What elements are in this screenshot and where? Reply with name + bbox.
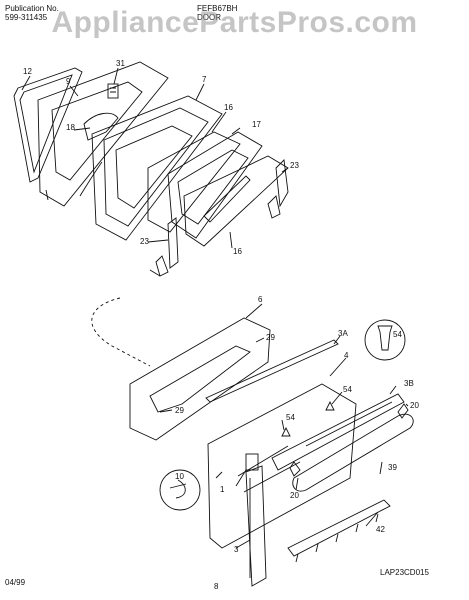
watermark-text: AppliancePartsPros.com	[51, 6, 418, 39]
callout-16-lower: 16	[233, 247, 242, 256]
callout-54-middle: 54	[286, 413, 295, 422]
model-number: FEFB67BH	[197, 4, 238, 13]
callout-20-right: 20	[410, 401, 419, 410]
callout-12: 12	[23, 67, 32, 76]
part-16-outer-glass	[183, 155, 289, 247]
footer-page-number: 8	[214, 582, 219, 591]
dashed-leader-line	[91, 297, 151, 367]
part-9-inner-door-panel	[37, 61, 169, 207]
callout-16-upper: 16	[224, 103, 233, 112]
part-6-outer-door-panel	[129, 317, 271, 441]
callout-20-left: 20	[290, 491, 299, 500]
callout-3b: 3B	[404, 379, 414, 388]
callout-29-upper: 29	[266, 333, 275, 342]
publication-label: Publication No.	[5, 4, 59, 13]
part-3b-handle-rail	[271, 393, 405, 471]
part-54-screw-middle	[281, 426, 291, 437]
part-3-door-frame	[245, 465, 267, 587]
callout-18: 18	[66, 123, 75, 132]
callout-54-right: 54	[343, 385, 352, 394]
callout-42: 42	[376, 525, 385, 534]
part-20-endcap-left	[289, 461, 301, 477]
callout-23-left: 23	[140, 237, 149, 246]
callout-6: 6	[258, 295, 263, 304]
publication-number: 599-311435	[5, 13, 48, 22]
part-17-glass-retainer	[167, 131, 263, 239]
part-12-door-gasket	[13, 67, 83, 183]
callout-54-detail: 54	[393, 330, 402, 339]
callout-31: 31	[116, 59, 125, 68]
callout-9: 9	[66, 77, 71, 86]
part-54-screw-detail	[364, 319, 406, 361]
callout-39: 39	[388, 463, 397, 472]
part-23-hinge-right	[267, 159, 289, 219]
part-16-inner-glass	[147, 131, 241, 233]
part-10-detail-circle	[159, 469, 201, 511]
section-name: DOOR	[197, 13, 221, 22]
callout-17: 17	[252, 120, 261, 129]
callout-29-lower: 29	[175, 406, 184, 415]
footer-date: 04/99	[5, 578, 26, 587]
footer-drawing-code: LAP23CD015	[380, 568, 429, 577]
callout-7: 7	[202, 75, 207, 84]
callout-3a: 3A	[338, 329, 348, 338]
callout-10: 10	[175, 472, 184, 481]
callout-23-right: 23	[290, 161, 299, 170]
part-1-bracket	[235, 453, 259, 487]
callout-3: 3	[234, 545, 239, 554]
part-20-endcap-right	[397, 403, 409, 419]
part-18-wire	[79, 112, 119, 197]
part-3a-trim-strip	[205, 339, 339, 403]
callout-4: 4	[344, 351, 349, 360]
part-31-clip	[107, 83, 119, 99]
callout-1: 1	[220, 485, 225, 494]
part-54-screw-left	[325, 400, 335, 411]
part-42-vent-strip	[287, 499, 391, 563]
part-23-hinge-left	[149, 217, 179, 277]
